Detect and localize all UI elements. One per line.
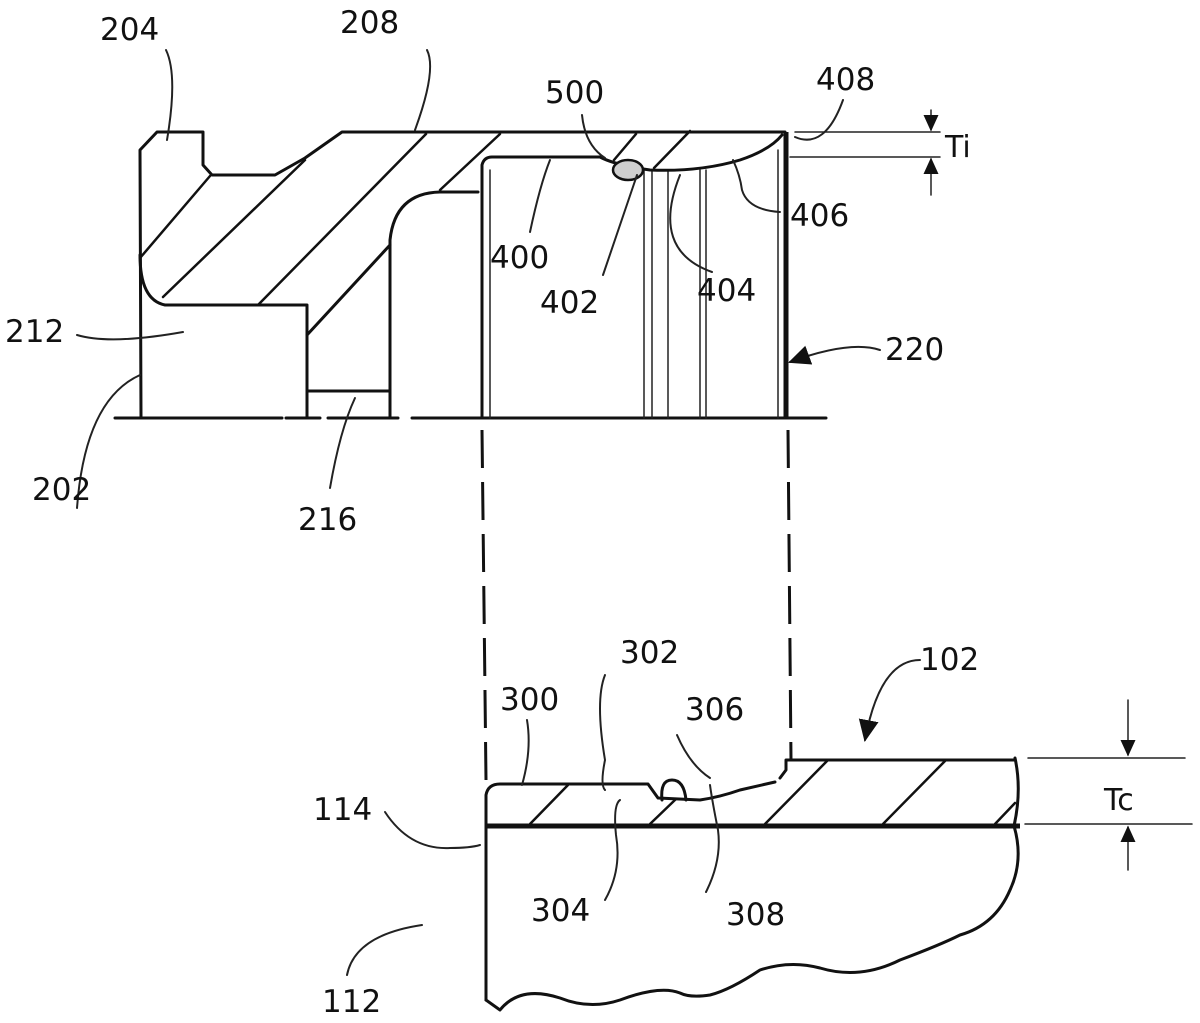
upper-inner-step xyxy=(138,253,309,420)
particle-500-blob xyxy=(611,158,645,182)
label-304: 304 xyxy=(531,893,590,929)
label-216: 216 xyxy=(298,502,357,538)
label-404: 404 xyxy=(697,273,756,309)
label-ti: Ti xyxy=(944,130,971,165)
coating-top-profile-right xyxy=(778,758,1017,780)
upper-hatching xyxy=(138,129,692,307)
lower-component-outline xyxy=(484,756,1020,1012)
label-408: 408 xyxy=(816,62,875,98)
label-402: 402 xyxy=(540,285,599,321)
label-308: 308 xyxy=(726,897,785,933)
label-202: 202 xyxy=(32,472,91,508)
projection-line-right xyxy=(786,429,793,761)
label-112: 112 xyxy=(322,984,381,1020)
label-500: 500 xyxy=(545,75,604,111)
lower-leader-lines xyxy=(346,659,921,976)
tc-dimension xyxy=(1024,699,1193,871)
inner-cylinder-left xyxy=(480,155,602,420)
bump-302 xyxy=(660,778,688,802)
label-212: 212 xyxy=(5,314,64,350)
upper-component-outline xyxy=(113,130,828,420)
label-306: 306 xyxy=(685,692,744,728)
label-300: 300 xyxy=(500,682,559,718)
upper-shoulder xyxy=(388,190,480,420)
upper-leader-lines xyxy=(76,49,881,509)
label-302: 302 xyxy=(620,635,679,671)
coating-top-profile-left xyxy=(484,780,777,1002)
label-406: 406 xyxy=(790,198,849,234)
label-400: 400 xyxy=(490,240,549,276)
upper-slanted-face xyxy=(305,243,392,337)
cylinder-inner-lines xyxy=(489,149,779,419)
label-204: 204 xyxy=(100,12,159,48)
ti-dimension xyxy=(789,109,941,196)
lower-hatching xyxy=(528,758,1017,826)
projection-line-left xyxy=(480,429,488,781)
upper-outer-profile xyxy=(138,130,787,420)
label-114: 114 xyxy=(313,792,372,828)
substrate-break-line xyxy=(484,756,1020,1012)
label-220: 220 xyxy=(885,332,944,368)
label-102: 102 xyxy=(920,642,979,678)
label-tc: Tc xyxy=(1103,783,1134,818)
label-208: 208 xyxy=(340,5,399,41)
